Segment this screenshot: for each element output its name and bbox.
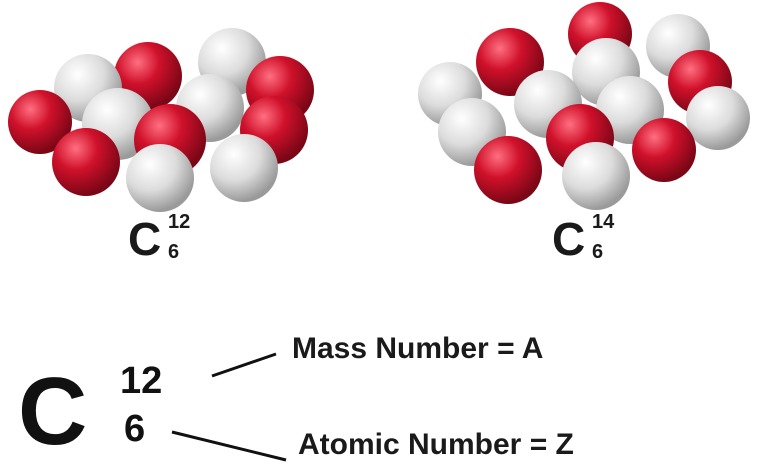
element-symbol-large: C [18, 358, 88, 465]
element-symbol: C [128, 213, 162, 265]
atomic-number: 6 [168, 241, 180, 263]
atomic-number-large: 6 [124, 408, 146, 450]
proton [474, 136, 542, 204]
atomic-leader-line [171, 430, 287, 462]
carbon-14-notation: C 14 6 [552, 212, 672, 272]
proton [8, 90, 72, 154]
carbon-14-nucleus [418, 2, 750, 210]
mass-number: 12 [168, 211, 191, 233]
element-symbol: C [552, 213, 586, 265]
carbon-12-notation: C 12 6 [128, 212, 248, 272]
nuclei-illustration [8, 2, 750, 212]
neutron [562, 142, 630, 210]
atomic-number: 6 [592, 241, 604, 263]
atomic-number-label: Atomic Number = Z [298, 428, 574, 461]
leader-lines [171, 352, 287, 462]
mass-leader-line [211, 352, 277, 378]
carbon-12-nucleus [8, 28, 314, 212]
proton [632, 118, 696, 182]
neutron [686, 86, 750, 150]
mass-number-large: 12 [120, 360, 163, 402]
neutron [126, 144, 194, 212]
mass-number: 14 [592, 211, 615, 233]
proton [52, 128, 120, 196]
nuclide-notation-legend: C 12 6 Mass Number = A Atomic Number = Z [0, 332, 771, 473]
mass-number-label: Mass Number = A [292, 332, 544, 365]
neutron [210, 134, 278, 202]
